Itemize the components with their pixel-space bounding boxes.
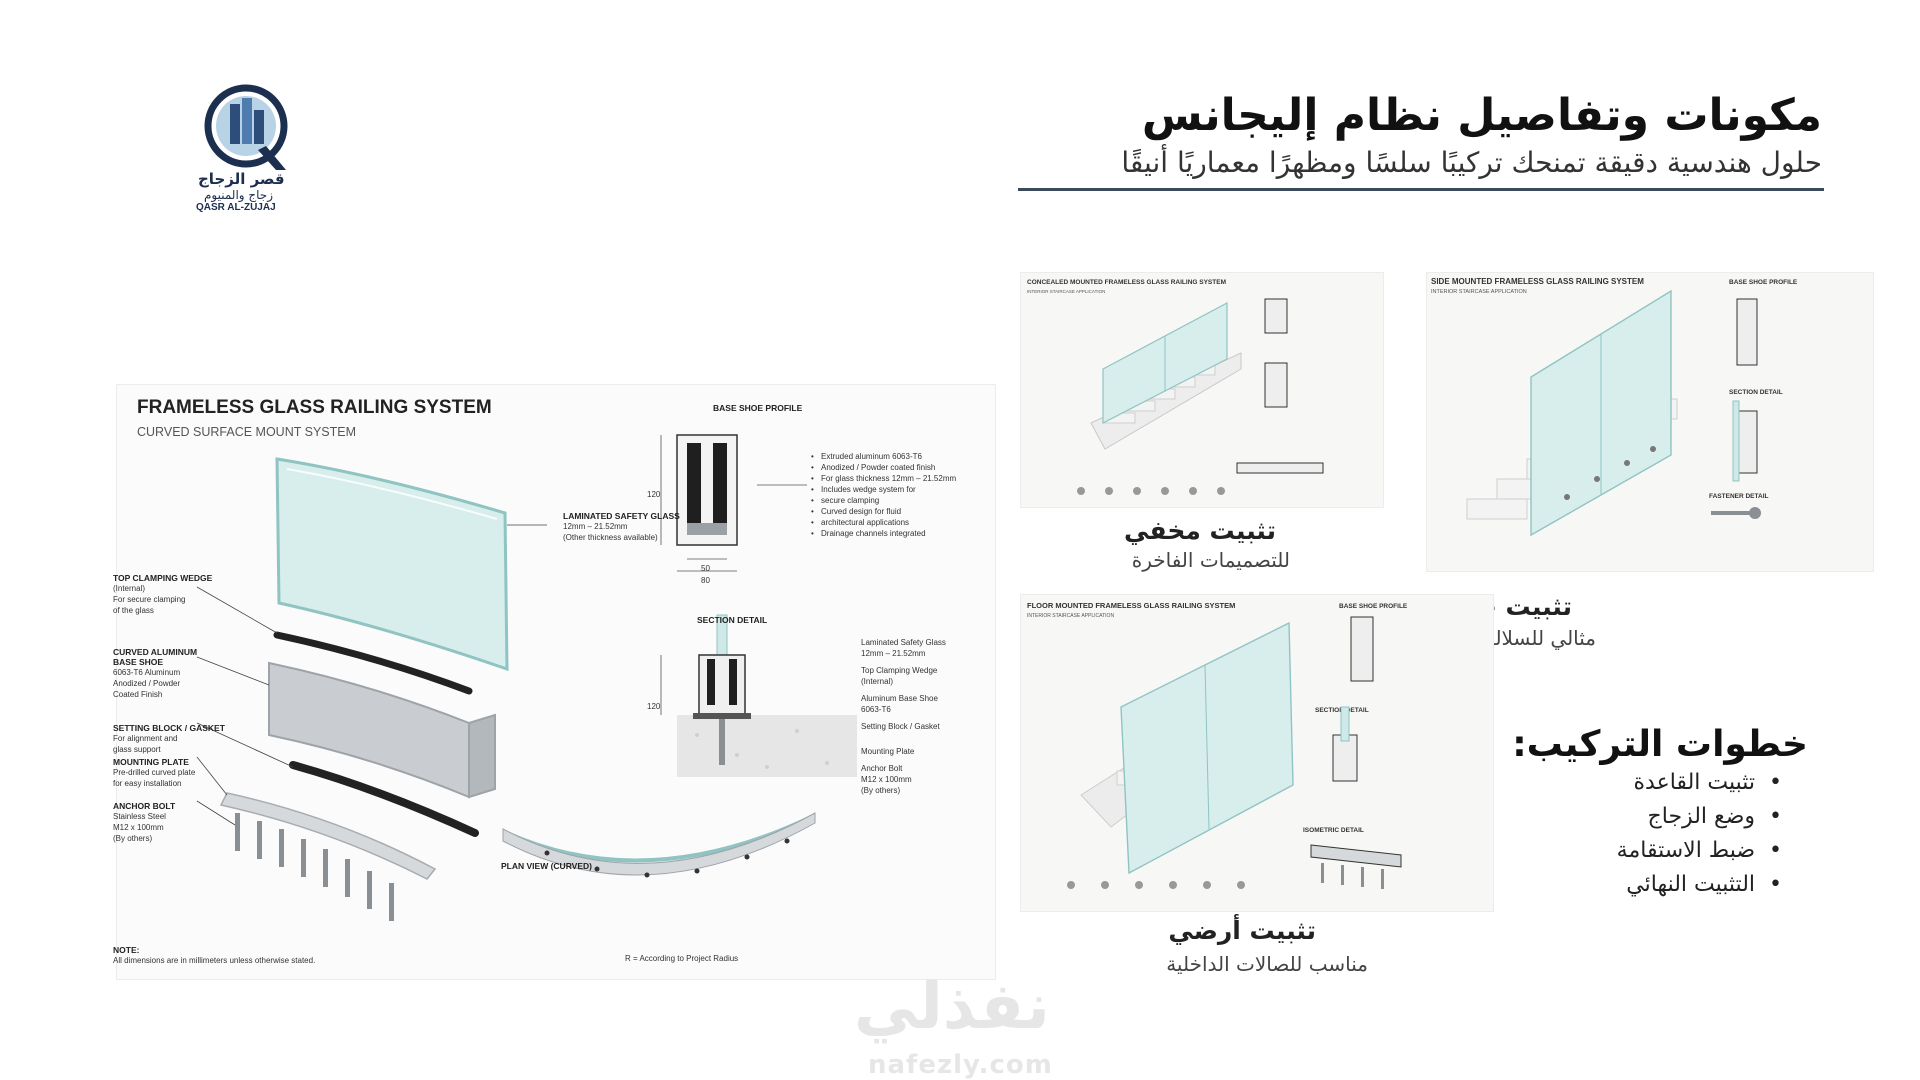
base-shoe-dim-height: 120 <box>647 490 661 499</box>
concealed-subtitle: INTERIOR STAIRCASE APPLICATION <box>1027 289 1106 294</box>
floor-drawing <box>1067 616 1402 889</box>
logo-tagline-ar: زجاج والمنيوم <box>204 188 274 202</box>
plan-view-title: PLAN VIEW (CURVED) <box>501 861 592 871</box>
floor-system-panel: FLOOR MOUNTED FRAMELESS GLASS RAILING SY… <box>1020 594 1494 912</box>
step-item: تثبيت القاعدة <box>1617 766 1782 800</box>
step-item: ضبط الاستقامة <box>1617 834 1782 868</box>
floor-subtitle: INTERIOR STAIRCASE APPLICATION <box>1027 613 1115 619</box>
main-panel-subtitle: CURVED SURFACE MOUNT SYSTEM <box>137 425 357 439</box>
concealed-caption-sub: للتصميمات الفاخرة <box>1131 548 1290 572</box>
installation-steps-title: خطوات التركيب: <box>1512 724 1808 765</box>
step-item: التثبيت النهائي <box>1617 868 1782 902</box>
logo-name-ar: قصر الزجاج <box>198 170 285 188</box>
main-panel-title: FRAMELESS GLASS RAILING SYSTEM <box>137 397 492 418</box>
floor-iso-label: ISOMETRIC DETAIL <box>1303 827 1364 834</box>
side-system-panel: SIDE MOUNTED FRAMELESS GLASS RAILING SYS… <box>1426 272 1874 572</box>
concealed-caption: تثبيت مخفي <box>1124 516 1276 545</box>
watermark-url: nafezly.com <box>868 1050 1053 1080</box>
floor-caption-sub: مناسب للصالات الداخلية <box>1166 952 1368 976</box>
plan-view-note: R = According to Project Radius <box>625 954 739 963</box>
curved-system-panel: FRAMELESS GLASS RAILING SYSTEM CURVED SU… <box>113 384 996 980</box>
base-shoe-spec-list: Extruded aluminum 6063-T6 Anodized / Pow… <box>811 451 956 539</box>
exploded-assembly-drawing <box>196 434 857 921</box>
page-title: مكونات وتفاصيل نظام إليجانس <box>1141 90 1822 141</box>
side-section-label: SECTION DETAIL <box>1729 389 1783 396</box>
page-subtitle: حلول هندسية دقيقة تمنحك تركيبًا سلسًا وم… <box>1121 146 1822 179</box>
floor-title: FLOOR MOUNTED FRAMELESS GLASS RAILING SY… <box>1027 601 1236 610</box>
section-detail-title: SECTION DETAIL <box>697 615 768 625</box>
base-shoe-profile-title: BASE SHOE PROFILE <box>713 403 803 413</box>
company-logo: قصر الزجاج زجاج والمنيوم QASR AL-ZUJAJ <box>196 84 296 214</box>
logo-emblem-icon <box>204 84 288 170</box>
label-shoe: CURVED ALUMINUM BASE SHOE 6063-T6 Alumin… <box>113 647 198 699</box>
side-fastener-label: FASTENER DETAIL <box>1709 493 1769 500</box>
logo-name-en: QASR AL-ZUJAJ <box>196 202 276 213</box>
floor-caption: تثبيت أرضي <box>1168 916 1316 945</box>
side-subtitle: INTERIOR STAIRCASE APPLICATION <box>1431 289 1527 295</box>
label-bolt: ANCHOR BOLT Stainless Steel M12 x 100mm … <box>113 801 176 843</box>
base-shoe-dim-inner: 50 <box>701 564 710 573</box>
subtitle-underline <box>1018 188 1824 191</box>
installation-steps-list: تثبيت القاعدة وضع الزجاج ضبط الاستقامة ا… <box>1617 766 1782 902</box>
concealed-drawing <box>1077 298 1324 495</box>
label-plate: MOUNTING PLATE Pre-drilled curved plate … <box>113 757 196 788</box>
concealed-system-panel: CONCEALED MOUNTED FRAMELESS GLASS RAILIN… <box>1020 272 1384 508</box>
concealed-title: CONCEALED MOUNTED FRAMELESS GLASS RAILIN… <box>1027 279 1226 286</box>
floor-profile-label: BASE SHOE PROFILE <box>1339 603 1408 610</box>
label-gasket: SETTING BLOCK / GASKET For alignment and… <box>113 723 225 754</box>
label-note: NOTE: All dimensions are in millimeters … <box>113 945 316 965</box>
side-title: SIDE MOUNTED FRAMELESS GLASS RAILING SYS… <box>1431 277 1644 286</box>
step-item: وضع الزجاج <box>1617 800 1782 834</box>
base-shoe-dim-outer: 80 <box>701 576 710 585</box>
label-wedge: TOP CLAMPING WEDGE (Internal) For secure… <box>113 573 213 615</box>
side-profile-label: BASE SHOE PROFILE <box>1729 279 1798 286</box>
label-glass: LAMINATED SAFETY GLASS 12mm – 21.52mm (O… <box>563 511 680 542</box>
side-drawing <box>1466 289 1761 537</box>
section-dim-height: 120 <box>647 702 661 711</box>
watermark-arabic: نفذلي <box>854 970 1050 1044</box>
section-callouts: Laminated Safety Glass 12mm – 21.52mm To… <box>861 638 946 795</box>
